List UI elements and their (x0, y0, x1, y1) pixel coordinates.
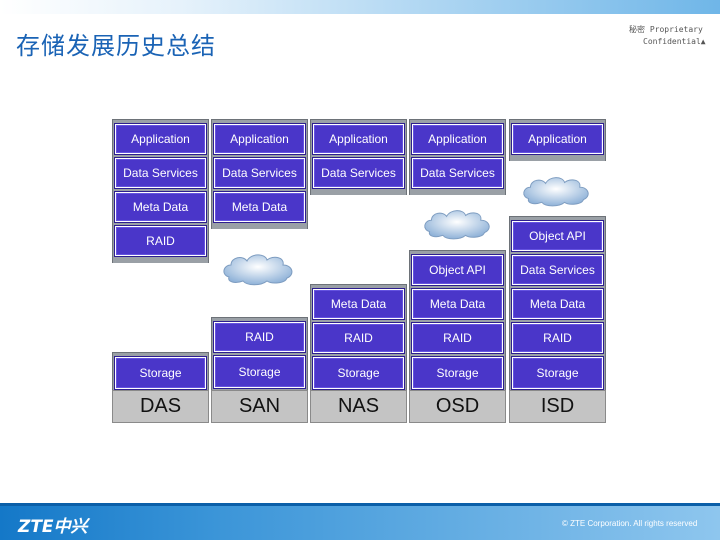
das-application-block: Application (114, 123, 207, 155)
osd-application-block: Application (411, 123, 504, 155)
isd-data-services-block: Data Services (511, 254, 604, 286)
isd-application-block: Application (511, 123, 604, 155)
isd-host-stack: Application (509, 119, 606, 161)
isd-meta-data-block: Meta Data (511, 288, 604, 320)
nas-meta-data-block: Meta Data (312, 288, 405, 320)
nas-application-block: Application (312, 123, 405, 155)
osd-storage-stack: Object API Meta Data RAID Storage (409, 250, 506, 392)
das-storage-block: Storage (114, 356, 207, 390)
das-meta-data-block: Meta Data (114, 191, 207, 223)
san-network-cloud-icon (223, 254, 293, 286)
san-label: SAN (211, 390, 308, 423)
san-raid-block: RAID (213, 321, 306, 353)
das-storage-stack: Storage (112, 352, 209, 392)
osd-storage-block: Storage (411, 356, 504, 390)
isd-label: ISD (509, 390, 606, 423)
osd-raid-block: RAID (411, 322, 504, 354)
san-storage-stack: RAID Storage (211, 317, 308, 392)
nas-label: NAS (310, 390, 407, 423)
isd-network-cloud-icon (523, 177, 589, 207)
nas-network-cloud-icon (424, 210, 490, 240)
nas-storage-stack: Meta Data RAID Storage (310, 284, 407, 392)
nas-host-stack: Application Data Services (310, 119, 407, 195)
osd-data-services-block: Data Services (411, 157, 504, 189)
das-label: DAS (112, 390, 209, 423)
das-data-services-block: Data Services (114, 157, 207, 189)
nas-storage-block: Storage (312, 356, 405, 390)
zte-logo: ZTE中兴 (18, 517, 88, 537)
nas-data-services-block: Data Services (312, 157, 405, 189)
osd-label: OSD (409, 390, 506, 423)
das-host-stack: Application Data Services Meta Data RAID (112, 119, 209, 263)
san-meta-data-block: Meta Data (213, 191, 306, 223)
nas-raid-block: RAID (312, 322, 405, 354)
san-storage-block: Storage (213, 355, 306, 389)
isd-raid-block: RAID (511, 322, 604, 354)
top-banner (0, 0, 720, 14)
san-data-services-block: Data Services (213, 157, 306, 189)
footer-bar (0, 503, 720, 540)
page-title: 存储发展历史总结 (16, 32, 216, 60)
confidential-line-2: Confidential▲ (643, 37, 706, 46)
isd-storage-block: Storage (511, 356, 604, 390)
osd-meta-data-block: Meta Data (411, 288, 504, 320)
isd-object-api-block: Object API (511, 220, 604, 252)
osd-object-api-block: Object API (411, 254, 504, 286)
confidential-label: 秘密 Proprietary Confidential▲ (629, 24, 706, 48)
osd-host-stack: Application Data Services (409, 119, 506, 195)
das-raid-block: RAID (114, 225, 207, 257)
san-host-stack: Application Data Services Meta Data (211, 119, 308, 229)
san-application-block: Application (213, 123, 306, 155)
isd-storage-stack: Object API Data Services Meta Data RAID … (509, 216, 606, 392)
confidential-line-1: 秘密 Proprietary (629, 25, 703, 34)
copyright-text: © ZTE Corporation. All rights reserved (562, 519, 698, 528)
